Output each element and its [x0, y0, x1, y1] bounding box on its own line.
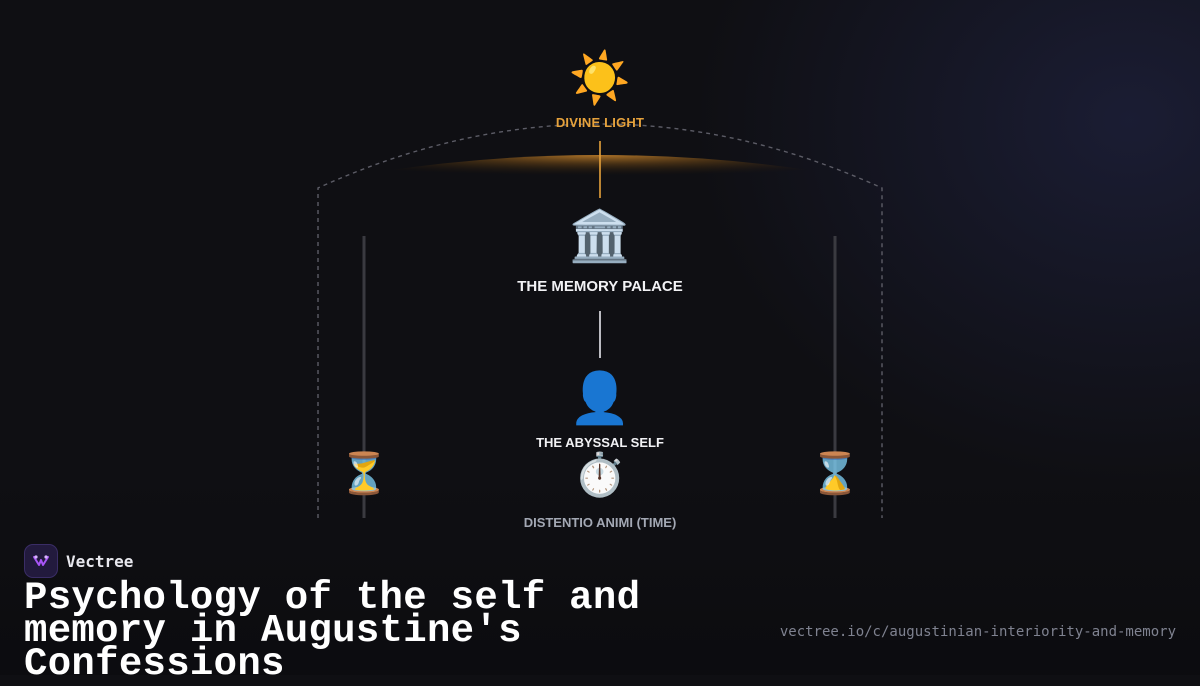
- augustine-memory-diagram: ☀️ DIVINE LIGHT 🏛️ THE MEMORY PALACE 👤 T…: [317, 49, 883, 530]
- diagram-lines: [317, 123, 883, 518]
- classical-building-icon: 🏛️: [568, 207, 632, 265]
- vectree-logo-icon: [24, 544, 58, 578]
- abyssal-self-label: THE ABYSSAL SELF: [536, 435, 664, 450]
- brand[interactable]: Vectree: [24, 544, 133, 578]
- person-silhouette-icon: 👤: [568, 369, 632, 427]
- sun-icon: ☀️: [568, 49, 632, 107]
- right-hourglass-icon: ⌛: [810, 451, 860, 497]
- distentio-animi-label: DISTENTIO ANIMI (TIME): [523, 515, 677, 530]
- page-url[interactable]: vectree.io/c/augustinian-interiority-and…: [779, 624, 1176, 640]
- left-hourglass-icon: ⏳: [339, 451, 389, 497]
- memory-palace-label: THE MEMORY PALACE: [517, 278, 683, 295]
- dashed-arch-outline: [317, 123, 883, 518]
- divine-light-label: DIVINE LIGHT: [555, 115, 645, 130]
- page-title: Psychology of the self and memory in Aug…: [24, 576, 641, 686]
- footer: Vectree Psychology of the self and memor…: [24, 544, 1176, 684]
- stopwatch-icon: ⏱️: [573, 450, 627, 499]
- brand-name: Vectree: [66, 551, 134, 571]
